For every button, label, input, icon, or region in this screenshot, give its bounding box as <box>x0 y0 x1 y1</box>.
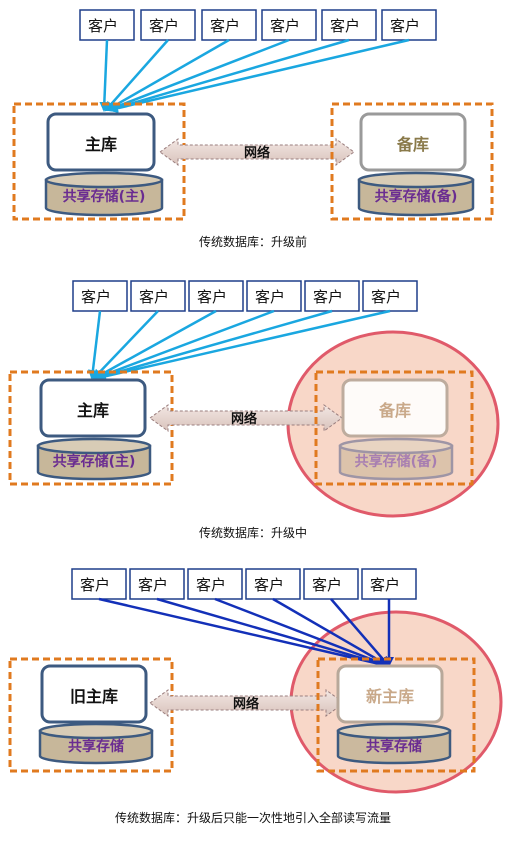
arrow <box>94 309 275 380</box>
panel-before-upgrade: 客户 客户 客户 客户 客户 客户 主库 共享存储(主) <box>12 9 494 249</box>
network-link: 网络 <box>159 138 355 166</box>
arrow <box>93 309 217 380</box>
network-label: 网络 <box>231 411 257 427</box>
standby-group-outline <box>314 370 474 486</box>
primary-db-title: 主库 <box>85 135 117 154</box>
primary-storage-cylinder: 共享存储(主) <box>36 437 152 481</box>
client-box <box>246 280 302 312</box>
old-primary-group-outline <box>8 657 174 773</box>
client-label: 客户 <box>312 576 342 594</box>
primary-storage-label: 共享存储(主) <box>63 188 146 205</box>
standby-group-outline <box>330 102 494 221</box>
arrow <box>99 39 110 112</box>
client-box <box>72 280 128 312</box>
arrow <box>95 309 333 381</box>
primary-db-title: 主库 <box>77 401 109 420</box>
new-primary-storage-cylinder: 共享存储 <box>336 722 452 765</box>
panel-during-upgrade: 客户 客户 客户 客户 客户 客户 主库 共享存储(主) <box>8 280 500 540</box>
client-label: 客户 <box>270 17 300 35</box>
standby-storage-label: 共享存储(备) <box>375 188 458 205</box>
arrow <box>272 597 389 667</box>
client-label: 客户 <box>88 17 118 35</box>
arrow <box>106 38 290 112</box>
network-link: 网络 <box>149 689 345 717</box>
client-label: 客户 <box>138 576 168 594</box>
arrow <box>92 310 159 380</box>
client-arrows <box>99 38 410 114</box>
client-arrows <box>98 597 394 669</box>
arrow <box>156 597 387 668</box>
old-primary-storage-label: 共享存储 <box>68 738 124 755</box>
client-label: 客户 <box>330 17 360 35</box>
new-primary-group-outline <box>316 657 476 773</box>
arrow <box>107 38 350 113</box>
client-label: 客户 <box>197 288 227 306</box>
standby-storage-cylinder: 共享存储(备) <box>357 171 475 217</box>
client-row: 客户 客户 客户 客户 客户 客户 <box>71 568 417 600</box>
client-label: 客户 <box>371 288 401 306</box>
client-label: 客户 <box>139 288 169 306</box>
primary-storage-cylinder: 共享存储(主) <box>44 171 164 217</box>
old-primary-db-box <box>40 664 148 724</box>
panel-caption: 传统数据库：升级中 <box>199 525 307 540</box>
client-box <box>261 9 317 41</box>
standby-db-title: 备库 <box>378 401 411 420</box>
arrow <box>214 597 388 667</box>
arrow <box>105 38 230 112</box>
client-label: 客户 <box>196 576 226 594</box>
client-label: 客户 <box>80 576 110 594</box>
client-label: 客户 <box>254 576 284 594</box>
panel-after-upgrade: 客户 客户 客户 客户 客户 客户 旧主库 共享存储 <box>8 568 503 825</box>
old-primary-storage-cylinder: 共享存储 <box>38 722 154 765</box>
client-box <box>304 280 360 312</box>
client-label: 客户 <box>149 17 179 35</box>
new-primary-db-title: 新主库 <box>366 687 414 706</box>
arrow <box>96 309 391 382</box>
client-box <box>362 280 418 312</box>
primary-storage-label: 共享存储(主) <box>53 453 136 470</box>
client-label: 客户 <box>255 288 285 306</box>
standby-storage-label: 共享存储(备) <box>355 453 438 470</box>
arrow <box>330 598 390 667</box>
primary-group-outline <box>12 102 186 221</box>
network-label: 网络 <box>233 696 259 712</box>
client-arrows <box>87 309 391 382</box>
panel-caption: 传统数据库：升级后只能一次性地引入全部读写流量 <box>115 810 391 825</box>
new-primary-storage-label: 共享存储 <box>366 738 422 755</box>
client-label: 客户 <box>81 288 111 306</box>
client-label: 客户 <box>390 17 420 35</box>
arrow <box>87 310 102 380</box>
old-primary-db-title: 旧主库 <box>70 687 118 706</box>
client-label: 客户 <box>210 17 240 35</box>
client-box <box>187 568 243 600</box>
client-label: 客户 <box>370 576 400 594</box>
primary-db-box <box>46 112 156 172</box>
primary-group-outline <box>8 370 174 486</box>
arrow <box>98 597 386 669</box>
panel-caption: 传统数据库：升级前 <box>199 234 307 249</box>
standby-db-title: 备库 <box>396 135 429 154</box>
arrow <box>108 38 410 114</box>
primary-db-box <box>39 378 147 438</box>
arrow <box>104 39 169 112</box>
standby-storage-cylinder: 共享存储(备) <box>338 437 454 481</box>
client-box <box>130 280 186 312</box>
client-label: 客户 <box>313 288 343 306</box>
standby-db-box <box>359 112 467 172</box>
standby-db-box <box>341 378 449 438</box>
client-row: 客户 客户 客户 客户 客户 客户 <box>72 280 418 312</box>
client-row: 客户 客户 客户 客户 客户 客户 <box>79 9 437 41</box>
new-primary-db-box <box>336 664 444 724</box>
network-label: 网络 <box>244 145 270 161</box>
client-box <box>245 568 301 600</box>
client-box <box>303 568 359 600</box>
client-box <box>381 9 437 41</box>
